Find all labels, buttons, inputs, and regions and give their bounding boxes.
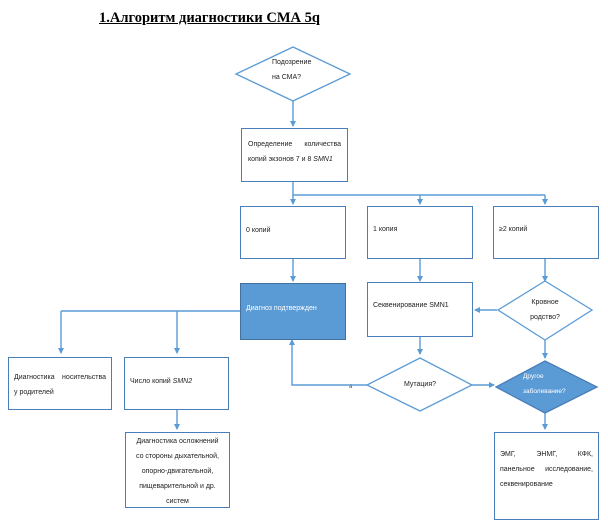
complications-line: со стороны дыхательной, [136, 453, 219, 460]
copy-count-prefix: копий экзонов 7 и 8 [248, 156, 314, 163]
copy-count-line1: Определение количества [248, 141, 341, 148]
decision-other-disease [494, 360, 599, 414]
edge-label-mutation-yes: а [349, 384, 353, 390]
complications-line: систем [166, 498, 189, 505]
suspicion-line2: на СМА? [272, 74, 302, 81]
smn2-copies-box: Число копий SMN2 [124, 357, 229, 410]
complications-line: пищеварительной и др. [139, 483, 216, 490]
tests-line2: панельное исследование, [500, 466, 593, 473]
gene-smn1: SMN1 [313, 156, 333, 163]
copy-count-line2: копий экзонов 7 и 8 SMN1 [248, 152, 341, 167]
smn2-prefix: Число копий [130, 378, 173, 385]
suspicion-line1: Подозрение [272, 59, 312, 66]
one-copy-label: 1 копия [373, 226, 398, 233]
carrier-line1: Диагностика носительства [14, 374, 106, 381]
consanguinity-line1: Кровное [531, 299, 559, 306]
smn2-copies-label: Число копий SMN2 [130, 374, 228, 389]
mutation-text: Мутация? [403, 381, 437, 388]
two-plus-copies-label: ≥2 копий [499, 226, 528, 233]
gene-smn2: SMN2 [172, 378, 193, 385]
consanguinity-text: Кровное родство? [520, 295, 570, 325]
other-disease-line2: заболевание? [523, 388, 566, 395]
diagnosis-confirmed-box: Диагноз подтвержден [240, 283, 346, 340]
complications-line: опорно-двигательной, [141, 468, 214, 475]
sequencing-label: Секвенирование SMN1 [373, 302, 449, 309]
consanguinity-line2: родство? [530, 314, 560, 321]
other-disease-text: Другое заболевание? [523, 369, 566, 399]
carrier-diagnostics-box: Диагностика носительства у родителей [8, 357, 112, 410]
edge-mutation-to-diagnosis [289, 339, 367, 386]
decision-mutation [365, 357, 474, 412]
one-copy-box: 1 копия [367, 206, 473, 259]
sequencing-box: Секвенирование SMN1 [367, 282, 473, 337]
other-disease-line1: Другое [523, 373, 544, 380]
decision-consanguinity [496, 280, 594, 341]
complications-line: Диагностика осложнений [136, 438, 219, 445]
tests-line3: секвенирование [500, 481, 553, 488]
decision-suspicion [234, 46, 352, 102]
complications-box: Диагностика осложнений со стороны дыхате… [125, 432, 230, 508]
copy-count-box: Определение количества копий экзонов 7 и… [241, 128, 348, 182]
two-plus-copies-box: ≥2 копий [493, 206, 599, 259]
zero-copies-box: 0 копий [240, 206, 346, 259]
page-title: 1.Алгоритм диагностики СМА 5q [99, 10, 320, 26]
zero-copies-label: 0 копий [246, 227, 271, 234]
suspicion-text: Подозрение на СМА? [272, 55, 311, 85]
carrier-line2: у родителей [14, 389, 54, 396]
tests-box: ЭМГ, ЭНМГ, КФК, панельное исследование, … [494, 432, 599, 520]
diagnosis-confirmed-label: Диагноз подтвержден [246, 305, 317, 312]
tests-line1: ЭМГ, ЭНМГ, КФК, [500, 451, 593, 458]
